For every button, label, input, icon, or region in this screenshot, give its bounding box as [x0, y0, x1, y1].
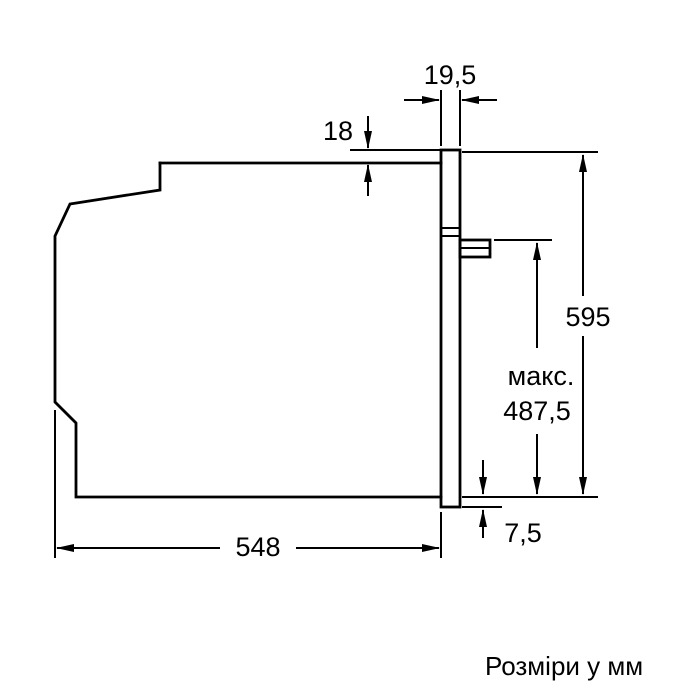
dim-top-gap: 18 — [323, 116, 440, 196]
max-prefix-label: макс. — [508, 361, 575, 391]
dim-height: 595 — [462, 151, 611, 498]
extension-lines — [440, 90, 461, 146]
oven-outline — [53, 148, 492, 509]
max-value-label: 487,5 — [503, 396, 571, 426]
height-label: 595 — [565, 302, 610, 332]
dim-bottom-lip: 7,5 — [462, 460, 542, 548]
units-caption: Розміри у мм — [485, 651, 643, 681]
bottom-lip-label: 7,5 — [504, 518, 542, 548]
top-gap-label: 18 — [323, 116, 353, 146]
dim-frame-depth: 19,5 — [404, 60, 497, 146]
depth-label: 548 — [235, 532, 280, 562]
frame-depth-label: 19,5 — [424, 60, 477, 90]
carcass-profile-line — [53, 161, 443, 499]
panel-split-lines — [441, 227, 460, 237]
front-frame — [439, 148, 462, 509]
dim-max-opening: макс. 487,5 — [494, 239, 575, 495]
dim-depth: 548 — [54, 410, 442, 562]
label-background — [220, 530, 296, 560]
